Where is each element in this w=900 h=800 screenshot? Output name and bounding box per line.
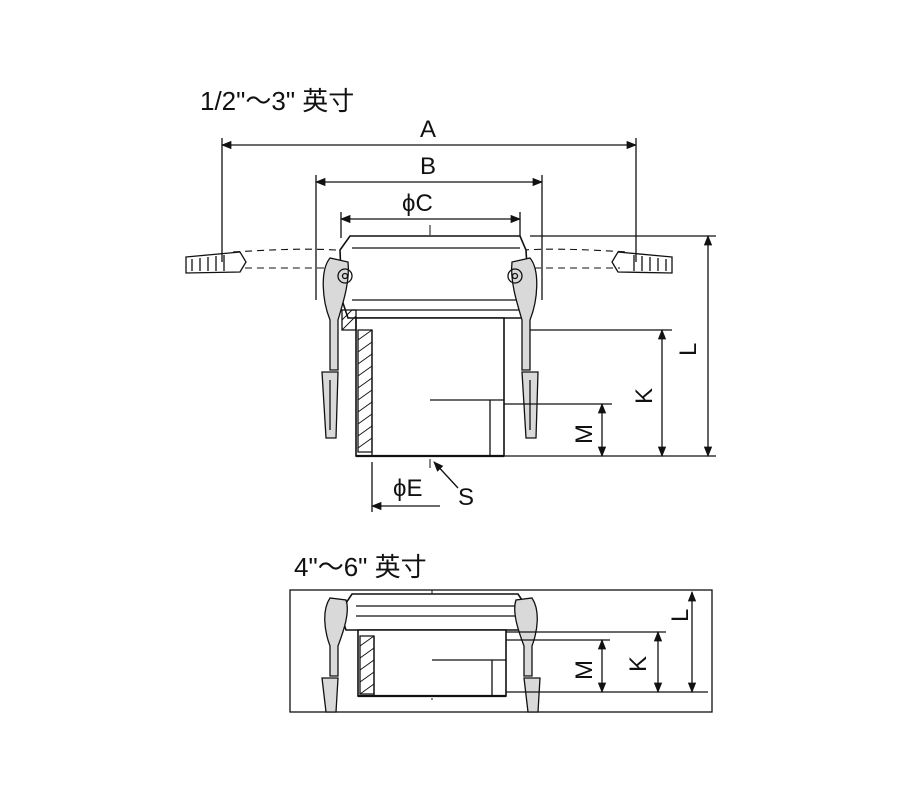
- dimension-a: A: [220, 116, 638, 262]
- bottom-dimension-k-label: K: [625, 656, 652, 672]
- bottom-coupler-body: [339, 593, 529, 698]
- dimension-m-label: M: [571, 424, 598, 444]
- bottom-view-caption: 4"～6" 英寸: [294, 552, 427, 582]
- dimension-k-label: K: [631, 388, 658, 404]
- bottom-dimension-k: K: [506, 630, 666, 694]
- dimension-s: S: [433, 461, 474, 511]
- dimension-e-label: ϕE: [393, 475, 422, 502]
- hatched-wall: [341, 309, 373, 453]
- top-view-caption: 1/2"～3" 英寸: [200, 86, 354, 116]
- dimension-m: M: [504, 402, 612, 458]
- dimension-l-label: L: [675, 343, 702, 356]
- bottom-left-cam-lever: [321, 597, 348, 713]
- bottom-dimension-l-label: L: [667, 609, 694, 622]
- dimension-b-label: B: [420, 153, 436, 180]
- dimension-k: K: [530, 328, 672, 458]
- bottom-dimension-m: M: [506, 638, 610, 694]
- bottom-dimension-l: L: [506, 590, 708, 694]
- dimension-l: L: [504, 234, 716, 458]
- bottom-dimension-m-label: M: [571, 660, 598, 680]
- coupler-body: [339, 235, 531, 458]
- bottom-right-cam-lever: [514, 597, 541, 713]
- right-lever-open: [521, 248, 673, 274]
- bottom-view-frame: [289, 589, 713, 713]
- dimension-c: ϕC: [339, 190, 522, 238]
- dimension-b: B: [314, 153, 544, 300]
- top-view: 1/2"～3" 英寸 A B ϕC: [185, 86, 716, 512]
- bottom-view: 4"～6" 英寸: [289, 552, 713, 713]
- dimension-a-label: A: [420, 116, 436, 143]
- dimension-e: ϕE: [370, 462, 440, 512]
- left-cam-lever: [321, 257, 353, 439]
- right-cam-lever: [507, 257, 539, 439]
- dimension-s-label: S: [458, 484, 474, 511]
- left-lever-open: [185, 248, 337, 274]
- dimension-c-label: ϕC: [402, 190, 433, 217]
